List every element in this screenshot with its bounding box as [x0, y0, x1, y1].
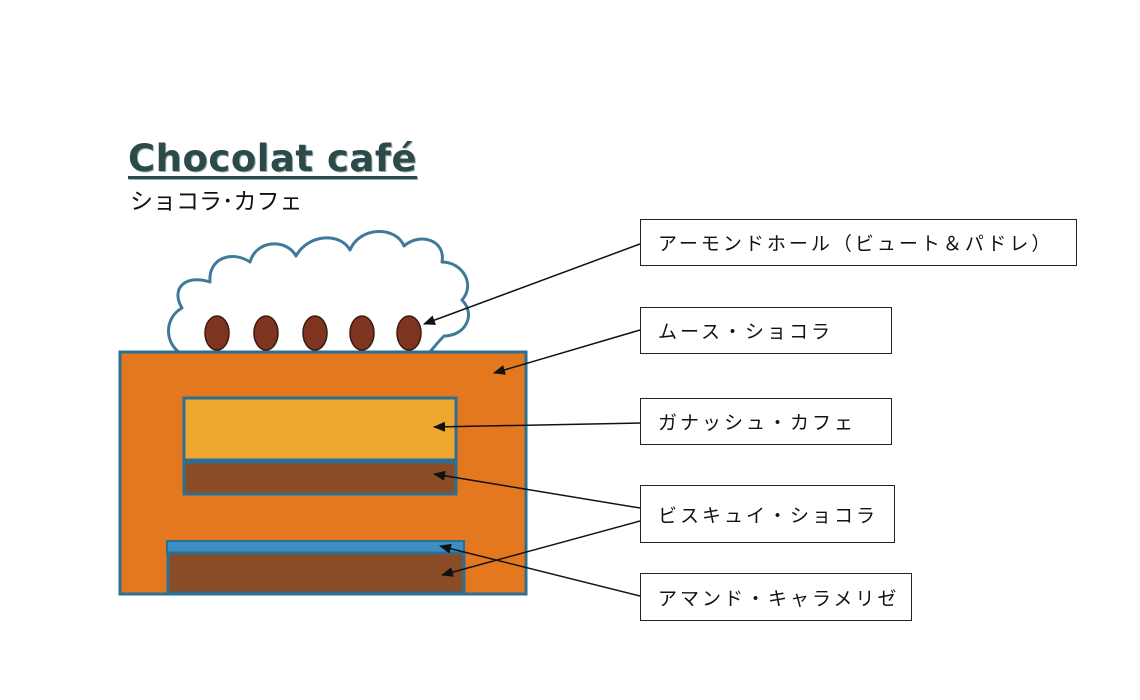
label-amande-caramelisee: アマンド・キャラメリゼ: [640, 573, 912, 621]
label-mousse-chocolat: ムース・ショコラ: [640, 307, 892, 354]
almond: [397, 316, 421, 350]
label-biscuit-chocolat: ビスキュイ・ショコラ: [640, 485, 895, 543]
label-almond-hole: アーモンドホール（ビュート＆パドレ）: [640, 219, 1077, 266]
almond: [205, 316, 229, 350]
almond: [350, 316, 374, 350]
biscuit-chocolat-layer-lower: [168, 553, 464, 593]
ganache-cafe-layer: [184, 398, 456, 460]
almond: [254, 316, 278, 350]
almond: [303, 316, 327, 350]
label-ganache-cafe: ガナッシュ・カフェ: [640, 398, 892, 445]
biscuit-chocolat-layer-upper: [184, 462, 456, 494]
amande-caramelisee-layer: [167, 541, 464, 553]
